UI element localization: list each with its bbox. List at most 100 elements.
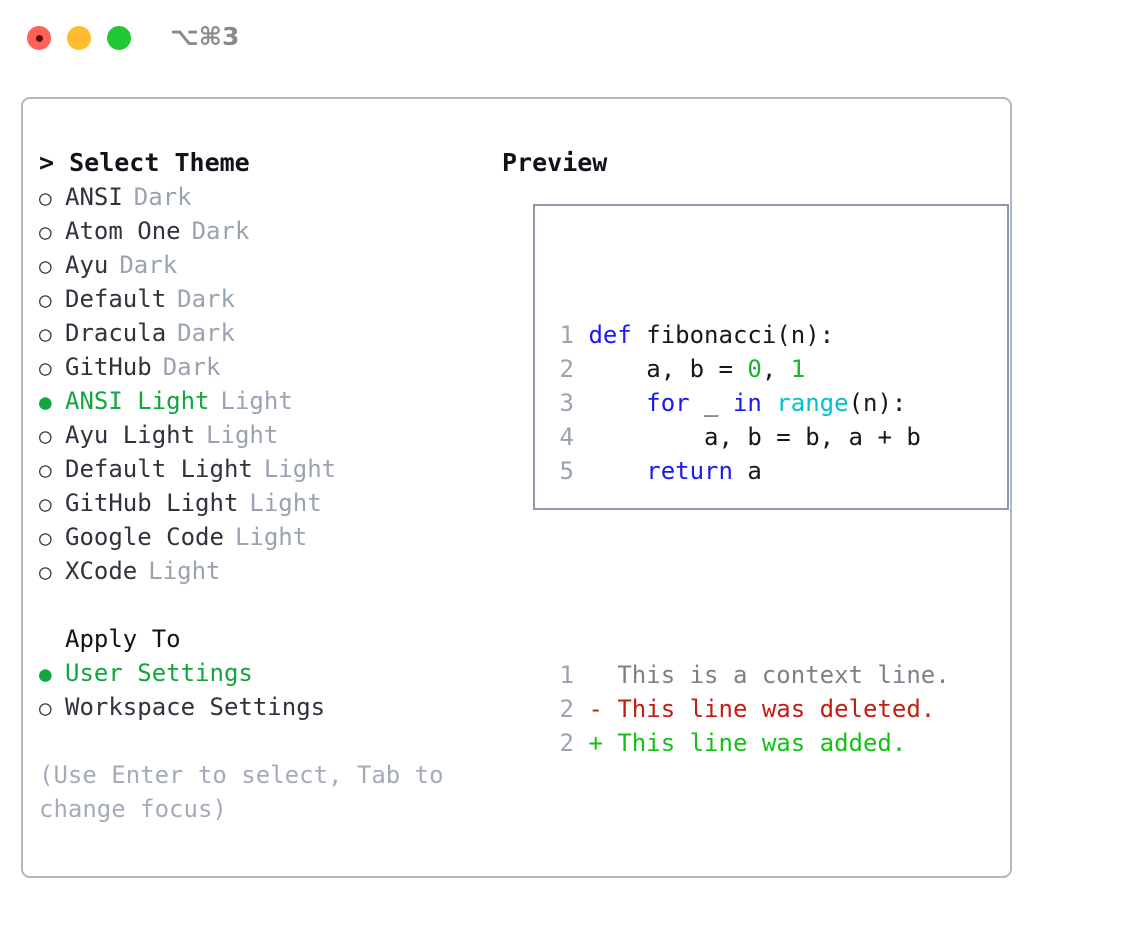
code-token: , — [761, 355, 791, 383]
theme-category-tag: Light — [220, 387, 293, 415]
diff-text: - This line was deleted. — [574, 695, 936, 723]
title-bar: ⌥⌘3 — [0, 0, 1140, 78]
code-token: def — [588, 321, 632, 349]
theme-name: Ayu Light — [65, 421, 196, 449]
theme-name: GitHub — [65, 353, 152, 381]
code-token: a — [732, 457, 762, 485]
theme-list-item[interactable]: ○ GitHub Light Light — [39, 486, 479, 520]
radio-unselected-icon: ○ — [39, 696, 52, 720]
line-number: 4 — [559, 423, 574, 451]
maximize-button[interactable] — [107, 26, 131, 50]
diff-text: This is a context line. — [574, 661, 950, 689]
radio-unselected-icon: ○ — [39, 458, 52, 482]
code-line: 4 a, b = b, a + b — [548, 420, 950, 454]
apply-to-label: Workspace Settings — [65, 693, 326, 721]
code-token — [762, 389, 776, 417]
line-number: 1 — [559, 661, 574, 689]
radio-unselected-icon: ○ — [39, 560, 52, 584]
keyboard-hint-text: (Use Enter to select, Tab to change focu… — [39, 761, 459, 823]
radio-unselected-icon: ○ — [39, 254, 52, 278]
theme-name: Dracula — [65, 319, 167, 347]
theme-name: XCode — [65, 557, 138, 585]
radio-unselected-icon: ○ — [39, 220, 52, 244]
line-number: 5 — [559, 457, 574, 485]
code-token: (n): — [848, 389, 907, 417]
code-diff-spacer — [548, 556, 950, 590]
code-token: return — [646, 457, 733, 485]
diff-text: + This line was added. — [574, 729, 907, 757]
diff-line: 2 - This line was deleted. — [548, 692, 950, 726]
theme-list-item[interactable]: ○ Default Light Light — [39, 452, 479, 486]
theme-name: ANSI Light — [65, 387, 210, 415]
line-number: 2 — [559, 695, 574, 723]
apply-to-label: User Settings — [65, 659, 253, 687]
code-token: range — [776, 389, 849, 417]
theme-list-item[interactable]: ○ Atom One Dark — [39, 214, 479, 248]
theme-category-tag: Light — [263, 455, 337, 483]
code-line: 5 return a — [548, 454, 950, 488]
preview-heading: Preview — [502, 148, 608, 177]
diff-sample: 1 This is a context line.2 - This line w… — [548, 658, 950, 760]
theme-list-item[interactable]: ○ GitHub Dark — [39, 350, 479, 384]
radio-unselected-icon: ○ — [39, 288, 52, 312]
apply-to-heading: Apply To — [65, 625, 181, 653]
theme-list-item[interactable]: ○ Default Dark — [39, 282, 479, 316]
theme-name: GitHub Light — [65, 489, 239, 517]
code-token: a, b = b, a + b — [588, 423, 921, 451]
code-token: 1 — [790, 355, 806, 383]
radio-unselected-icon: ○ — [39, 356, 52, 380]
theme-category-tag: Dark — [162, 353, 221, 381]
theme-name: Default — [65, 285, 167, 313]
code-line: 3 for _ in range(n): — [548, 386, 950, 420]
theme-list-item[interactable]: ○ Google Code Light — [39, 520, 479, 554]
apply-to-option[interactable]: ● User Settings — [39, 656, 479, 690]
radio-selected-icon: ● — [39, 390, 52, 414]
theme-category-tag: Dark — [191, 217, 250, 245]
theme-name: ANSI — [65, 183, 123, 211]
line-number: 2 — [559, 729, 574, 757]
code-token — [588, 457, 646, 485]
close-button[interactable] — [27, 26, 51, 50]
theme-category-tag: Light — [234, 523, 308, 551]
line-number: 2 — [559, 355, 574, 383]
radio-unselected-icon: ○ — [39, 492, 52, 516]
apply-to-options[interactable]: ● User Settings ○ Workspace Settings — [39, 656, 479, 724]
minimize-button[interactable] — [67, 26, 91, 50]
theme-category-tag: Light — [249, 489, 322, 517]
apply-to-option[interactable]: ○ Workspace Settings — [39, 690, 479, 724]
theme-list-item[interactable]: ○ XCode Light — [39, 554, 479, 588]
window-controls — [27, 26, 131, 50]
code-token: in — [732, 389, 762, 417]
theme-list-item[interactable]: ● ANSI Light Light — [39, 384, 479, 418]
theme-category-tag: Dark — [119, 251, 178, 279]
radio-selected-icon: ● — [39, 662, 52, 686]
theme-name: Atom One — [65, 217, 181, 245]
keyboard-shortcut-label: ⌥⌘3 — [170, 22, 240, 51]
theme-category-tag: Dark — [177, 285, 235, 313]
radio-unselected-icon: ○ — [39, 526, 52, 550]
code-line: 2 a, b = 0, 1 — [548, 352, 950, 386]
theme-category-tag: Light — [148, 557, 221, 585]
select-theme-heading: > Select Theme — [39, 148, 250, 177]
theme-name: Default Light — [65, 455, 253, 483]
theme-category-tag: Dark — [177, 319, 235, 347]
radio-unselected-icon: ○ — [39, 424, 52, 448]
code-token: _ — [689, 389, 733, 417]
theme-category-tag: Dark — [133, 183, 192, 211]
apply-to-section: Apply To ● User Settings ○ Workspace Settin… — [39, 622, 479, 724]
code-line: 1 def fibonacci(n): — [548, 318, 950, 352]
theme-name: Google Code — [65, 523, 224, 551]
line-number: 1 — [559, 321, 574, 349]
line-number: 3 — [559, 389, 574, 417]
